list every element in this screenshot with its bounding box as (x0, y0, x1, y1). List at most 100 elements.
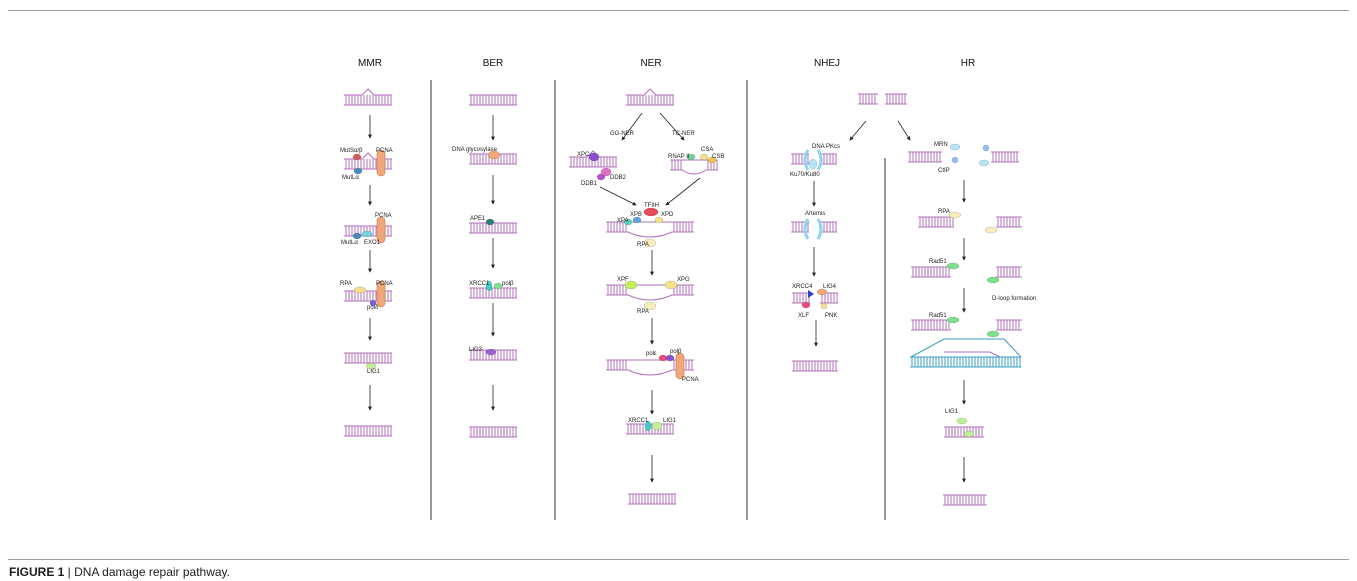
ner-arrow-tc-merge (665, 177, 701, 206)
ner-arrow-gg-merge (599, 186, 637, 206)
figure-frame (8, 10, 1349, 560)
label-tc-ner: TC-NER (672, 131, 695, 137)
nhej-arrow-split (849, 120, 867, 141)
label-pcna-3: PCNA (376, 281, 393, 287)
xpa-protein (623, 218, 633, 226)
label-ku70-ku80: Ku70/Ku80 (790, 172, 820, 178)
label-rad51-b: Rad51 (929, 313, 947, 319)
ner-dna-6 (628, 493, 676, 505)
label-xrcc1: XRCC1 (469, 281, 490, 287)
rpa-protein-mmr (353, 286, 367, 294)
label-csa: CSA (701, 147, 713, 153)
label-artemis: Artemis (805, 211, 825, 217)
hr-dna-2-right (996, 216, 1022, 228)
label-lig1: LIG1 (367, 369, 381, 375)
label-d-loop: D-loop formation (992, 296, 1036, 302)
lig4-protein (816, 288, 828, 296)
label-xpb: XPB (630, 212, 642, 218)
hr-template-dna (910, 356, 1021, 368)
label-xpg: XPG (677, 277, 690, 283)
mmr-dna-1 (344, 88, 392, 106)
tfiih-protein (643, 207, 659, 217)
hr-arrow-split (897, 120, 911, 141)
label-tfiih: TFIIH (644, 203, 659, 209)
label-ctip: CtIP (938, 168, 950, 174)
hr-dna-6 (943, 494, 987, 506)
label-rad51-a: Rad51 (929, 259, 947, 265)
label-xpc: XPC (577, 152, 590, 158)
figure-caption: FIGURE 1 | DNA damage repair pathway. (9, 565, 230, 579)
figure-number: FIGURE 1 (9, 565, 65, 579)
pcna-mmr-1 (376, 149, 386, 177)
title-ner: NER (640, 58, 661, 69)
label-dna-glycosylase: DNA glycosylase (452, 147, 498, 153)
nhej-dna-break-left (858, 93, 878, 105)
label-xpa: XPA (617, 218, 629, 224)
hr-dna-4-right (996, 319, 1022, 331)
glycosylase-protein (487, 150, 501, 160)
hr-dna-5 (944, 426, 984, 438)
ner-dna-1 (626, 88, 674, 106)
label-gg-ner: GG-NER (610, 131, 635, 137)
ner-dna-1-top-strand (626, 88, 674, 96)
xrcc4-protein (808, 290, 814, 298)
caption-separator: | (64, 565, 75, 579)
ner-dna-3 (606, 284, 694, 301)
xpg-protein (664, 280, 678, 290)
hr-labels: MRN CtIP RPA Rad51 D-loop formation Rad5… (929, 142, 1036, 415)
rad51-protein-3 (946, 316, 960, 324)
pcna-mmr-2 (376, 216, 386, 244)
column-dividers (430, 80, 886, 520)
ctip-protein (951, 156, 959, 164)
label-pcna-2: PCNA (375, 213, 392, 219)
lig3-protein (485, 348, 497, 356)
label-mutsab: MutSα/β (340, 148, 363, 154)
label-lig1-hr: LIG1 (945, 409, 959, 415)
nhej-labels: DNA PKcs Ku70/Ku80 Artemis XRCC4 LIG4 XL… (790, 144, 840, 319)
lig1-protein-hr-2 (963, 430, 975, 438)
hr-dna-3-right (996, 266, 1022, 278)
ner-dna-tc-bottom-strand (670, 169, 718, 175)
label-lig3: LIG3 (469, 347, 483, 353)
hr-dna-2-left (918, 216, 954, 228)
title-mmr: MMR (358, 58, 382, 69)
label-ddb1: DDB1 (581, 181, 598, 187)
pold-protein (369, 299, 377, 307)
mutla-protein-2 (352, 232, 362, 240)
rad51-protein-4 (986, 330, 1000, 338)
label-rpa-hr: RPA (938, 209, 950, 215)
mmr-labels: MutSα/β PCNA MutLα PCNA MutLα EXO1 RPA P… (340, 148, 393, 375)
dna-strands (344, 88, 1022, 506)
xrcc1-protein-ber (485, 280, 493, 292)
ner-dna-3-bottom-strand (606, 294, 694, 301)
nhej-dna-4 (792, 360, 838, 372)
label-ape1: APE1 (470, 216, 486, 222)
title-ber: BER (483, 58, 504, 69)
ber-dna-6 (469, 426, 517, 438)
ber-dna-1 (469, 94, 517, 106)
title-nhej: NHEJ (814, 58, 840, 69)
mmr-dna-6 (344, 425, 392, 437)
mmr-dna-5 (344, 352, 392, 364)
xpc-protein (588, 152, 600, 162)
hr-dna-4-left (911, 319, 951, 331)
csb-protein (707, 156, 717, 164)
ape1-protein (485, 218, 495, 226)
label-pole: polε (646, 351, 657, 357)
proteins (352, 143, 1000, 438)
lig1-protein-hr-1 (956, 417, 968, 425)
label-lig4: LIG4 (823, 284, 837, 290)
pnk-protein (820, 302, 828, 310)
ner-arrow-tc (659, 112, 685, 141)
label-csb: CSB (712, 154, 724, 160)
mrn-protein-2 (982, 144, 990, 152)
ku70-ku80-protein (808, 158, 818, 170)
arrows (368, 112, 966, 483)
pcna-ner (675, 352, 685, 380)
label-polb: polβ (502, 281, 514, 287)
ner-dna-4-bottom-strand (606, 369, 694, 376)
ddb2-protein (600, 167, 612, 177)
ner-labels: GG-NER TC-NER XPC DDB1 DDB2 RNAP II CSA … (577, 131, 724, 424)
label-xrcc1-ner: XRCC1 (628, 418, 649, 424)
label-pnk: PNK (825, 313, 837, 319)
